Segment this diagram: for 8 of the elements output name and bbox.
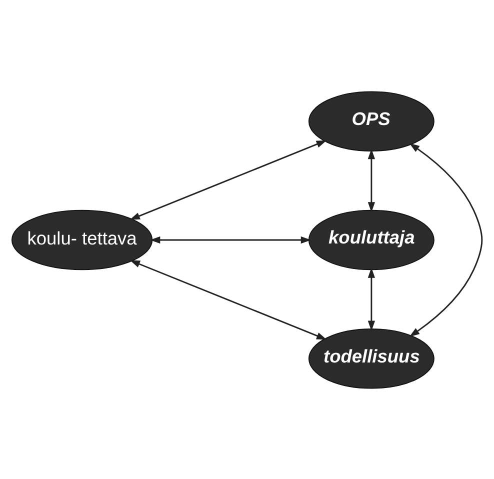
arrow [409,142,483,336]
node-ellipse: koulu- tettava [11,209,153,270]
arrow [368,267,376,331]
arrow [368,148,376,212]
arrow [130,260,327,340]
node-ellipse: kouluttaja [308,209,434,270]
arrow [130,140,327,220]
arrow [150,236,312,244]
